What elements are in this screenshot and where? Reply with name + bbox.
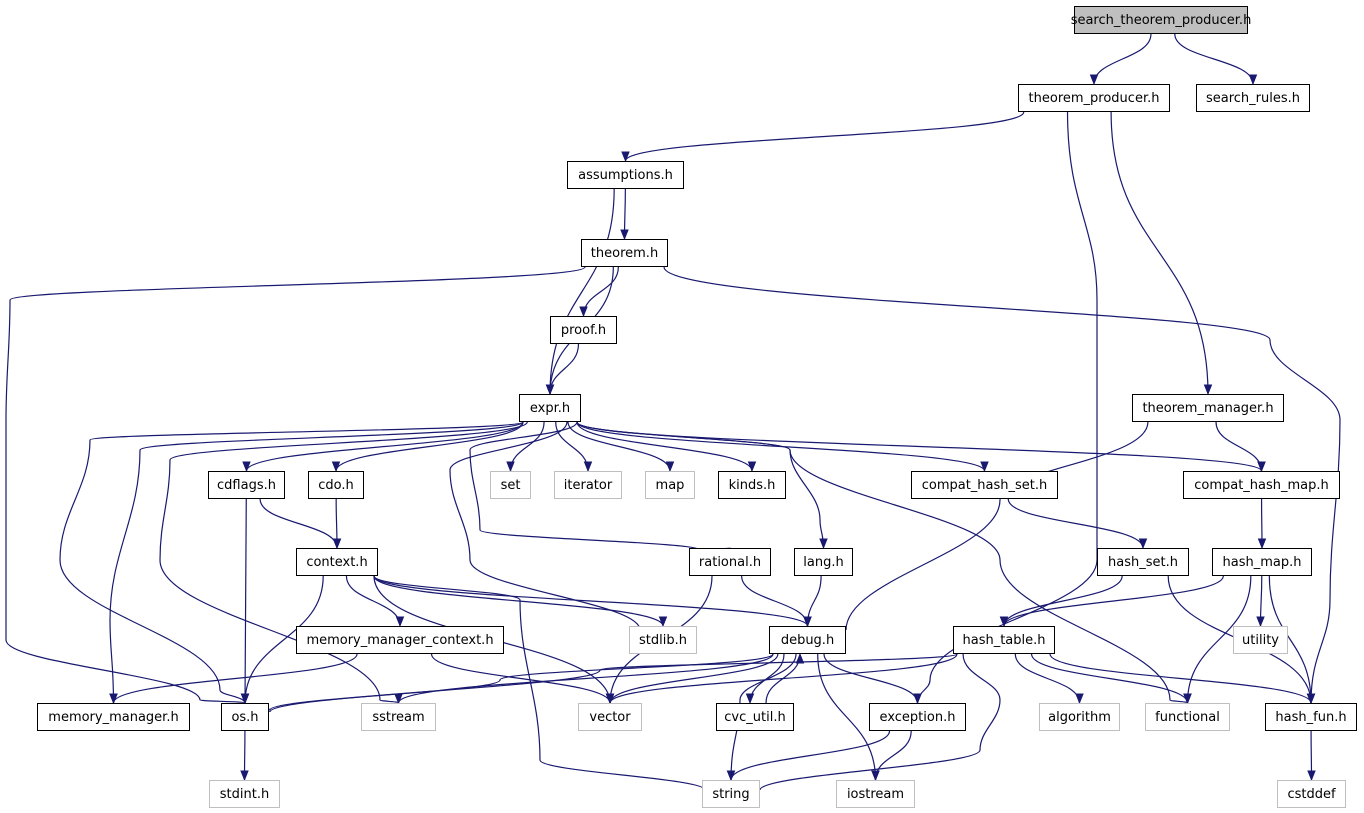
- edge-compat-hash-set-to-hash-set: [1007, 498, 1148, 550]
- node-search-theorem-producer[interactable]: search_theorem_producer.h: [1071, 6, 1251, 34]
- edge-hash-set-to-hash-table: [999, 575, 1123, 628]
- edge-theorem-producer-to-assumptions: [621, 111, 1025, 163]
- edge-exception-to-string: [726, 730, 891, 782]
- edge-cdo-to-context: [332, 498, 342, 550]
- node-iostream: iostream: [836, 780, 915, 808]
- edge-context-to-debug: [373, 575, 812, 628]
- edge-expr-to-cdo: [331, 421, 524, 473]
- edge-theorem-to-os: [5, 266, 586, 705]
- node-lang[interactable]: lang.h: [794, 548, 853, 576]
- edge-debug-to-vector: [605, 653, 779, 705]
- node-theorem-manager[interactable]: theorem_manager.h: [1132, 394, 1284, 422]
- edge-hash-map-to-hash-fun: [1268, 575, 1316, 705]
- node-memory-manager[interactable]: memory_manager.h: [37, 703, 190, 731]
- edge-debug-to-os: [240, 653, 774, 713]
- node-cstddef: cstddef: [1277, 780, 1346, 808]
- node-algorithm: algorithm: [1039, 703, 1120, 731]
- edge-theorem-producer-to-theorem-manager: [1110, 111, 1213, 396]
- edge-debug-to-string: [726, 653, 797, 782]
- node-theorem[interactable]: theorem.h: [581, 239, 668, 267]
- edge-context-to-memory-manager-context: [345, 575, 405, 628]
- node-debug[interactable]: debug.h: [769, 626, 846, 654]
- node-proof[interactable]: proof.h: [550, 316, 617, 344]
- edge-hash-table-to-hash-fun: [1049, 653, 1316, 705]
- node-compat-hash-map[interactable]: compat_hash_map.h: [1183, 471, 1340, 499]
- edge-hash-table-to-algorithm: [1014, 653, 1084, 705]
- edge-hash-map-to-utility: [1256, 575, 1265, 628]
- node-map: map: [645, 471, 695, 499]
- node-context[interactable]: context.h: [296, 548, 378, 576]
- node-theorem-producer[interactable]: theorem_producer.h: [1018, 84, 1170, 112]
- edge-assumptions-to-expr: [545, 188, 615, 396]
- edge-theorem-manager-to-compat-hash-map: [1215, 421, 1266, 473]
- edge-debug-to-cvc-util: [745, 653, 785, 705]
- edge-expr-to-cdflags: [242, 421, 524, 473]
- edge-exception-to-iostream: [871, 730, 912, 782]
- edge-debug-to-sstream: [394, 653, 774, 705]
- node-os[interactable]: os.h: [221, 703, 269, 731]
- edge-search-theorem-producer-to-theorem-producer: [1089, 33, 1152, 86]
- edge-expr-to-compat-hash-map: [576, 421, 1266, 473]
- node-utility: utility: [1233, 626, 1288, 654]
- edge-theorem-to-hash-fun: [663, 266, 1341, 705]
- edge-expr-to-iterator: [555, 421, 593, 473]
- edge-expr-to-functional: [576, 421, 1192, 705]
- node-exception[interactable]: exception.h: [869, 703, 966, 731]
- node-search-rules[interactable]: search_rules.h: [1196, 84, 1310, 112]
- edge-hash-table-to-os: [240, 653, 958, 713]
- node-functional: functional: [1145, 703, 1230, 731]
- edge-assumptions-to-theorem: [620, 188, 629, 241]
- edge-lang-to-debug: [803, 575, 822, 628]
- edge-hash-table-to-functional: [1030, 653, 1192, 705]
- node-string: string: [702, 780, 760, 808]
- node-kinds[interactable]: kinds.h: [718, 471, 786, 499]
- edge-expr-to-sstream: [159, 421, 528, 705]
- edge-expr-to-os: [59, 421, 524, 705]
- edge-expr-to-memory-manager: [109, 421, 524, 705]
- node-stdlib: stdlib.h: [629, 626, 697, 654]
- edge-context-to-os: [240, 575, 324, 705]
- edge-search-theorem-producer-to-search-rules: [1174, 33, 1258, 86]
- node-cdflags[interactable]: cdflags.h: [208, 471, 285, 499]
- edge-theorem-producer-to-exception: [913, 111, 1098, 705]
- edge-expr-to-map: [567, 421, 675, 473]
- node-hash-fun[interactable]: hash_fun.h: [1265, 703, 1357, 731]
- edge-cdflags-to-os: [240, 498, 250, 705]
- edge-expr-to-kinds: [576, 421, 757, 473]
- edge-hash-table-to-vector: [605, 653, 958, 705]
- edge-memory-manager-context-to-vector: [430, 653, 615, 705]
- node-compat-hash-set[interactable]: compat_hash_set.h: [911, 471, 1058, 499]
- edge-cdflags-to-context: [259, 498, 342, 550]
- node-memory-manager-context[interactable]: memory_manager_context.h: [296, 626, 504, 654]
- node-stdint: stdint.h: [209, 780, 280, 808]
- node-iterator: iterator: [554, 471, 622, 499]
- node-cdo[interactable]: cdo.h: [308, 471, 364, 499]
- node-set: set: [490, 471, 531, 499]
- node-expr[interactable]: expr.h: [519, 394, 581, 422]
- edge-theorem-to-proof: [579, 266, 619, 318]
- edge-memory-manager-context-to-memory-manager: [109, 653, 358, 705]
- node-hash-set[interactable]: hash_set.h: [1097, 548, 1189, 576]
- edge-hash-map-to-functional: [1183, 575, 1252, 705]
- edge-hash-map-to-hash-table: [999, 575, 1224, 628]
- node-assumptions[interactable]: assumptions.h: [567, 161, 684, 189]
- edge-context-to-stdlib: [373, 575, 668, 628]
- edge-debug-to-iostream: [817, 653, 880, 782]
- node-sstream: sstream: [361, 703, 436, 731]
- edge-expr-to-set: [506, 421, 545, 473]
- node-hash-map[interactable]: hash_map.h: [1212, 548, 1312, 576]
- edge-proof-to-expr: [545, 343, 580, 396]
- node-hash-table[interactable]: hash_table.h: [953, 626, 1055, 654]
- edge-rational-to-debug: [741, 575, 812, 628]
- node-cvc-util[interactable]: cvc_util.h: [716, 703, 794, 731]
- node-vector: vector: [578, 703, 642, 731]
- node-rational[interactable]: rational.h: [689, 548, 771, 576]
